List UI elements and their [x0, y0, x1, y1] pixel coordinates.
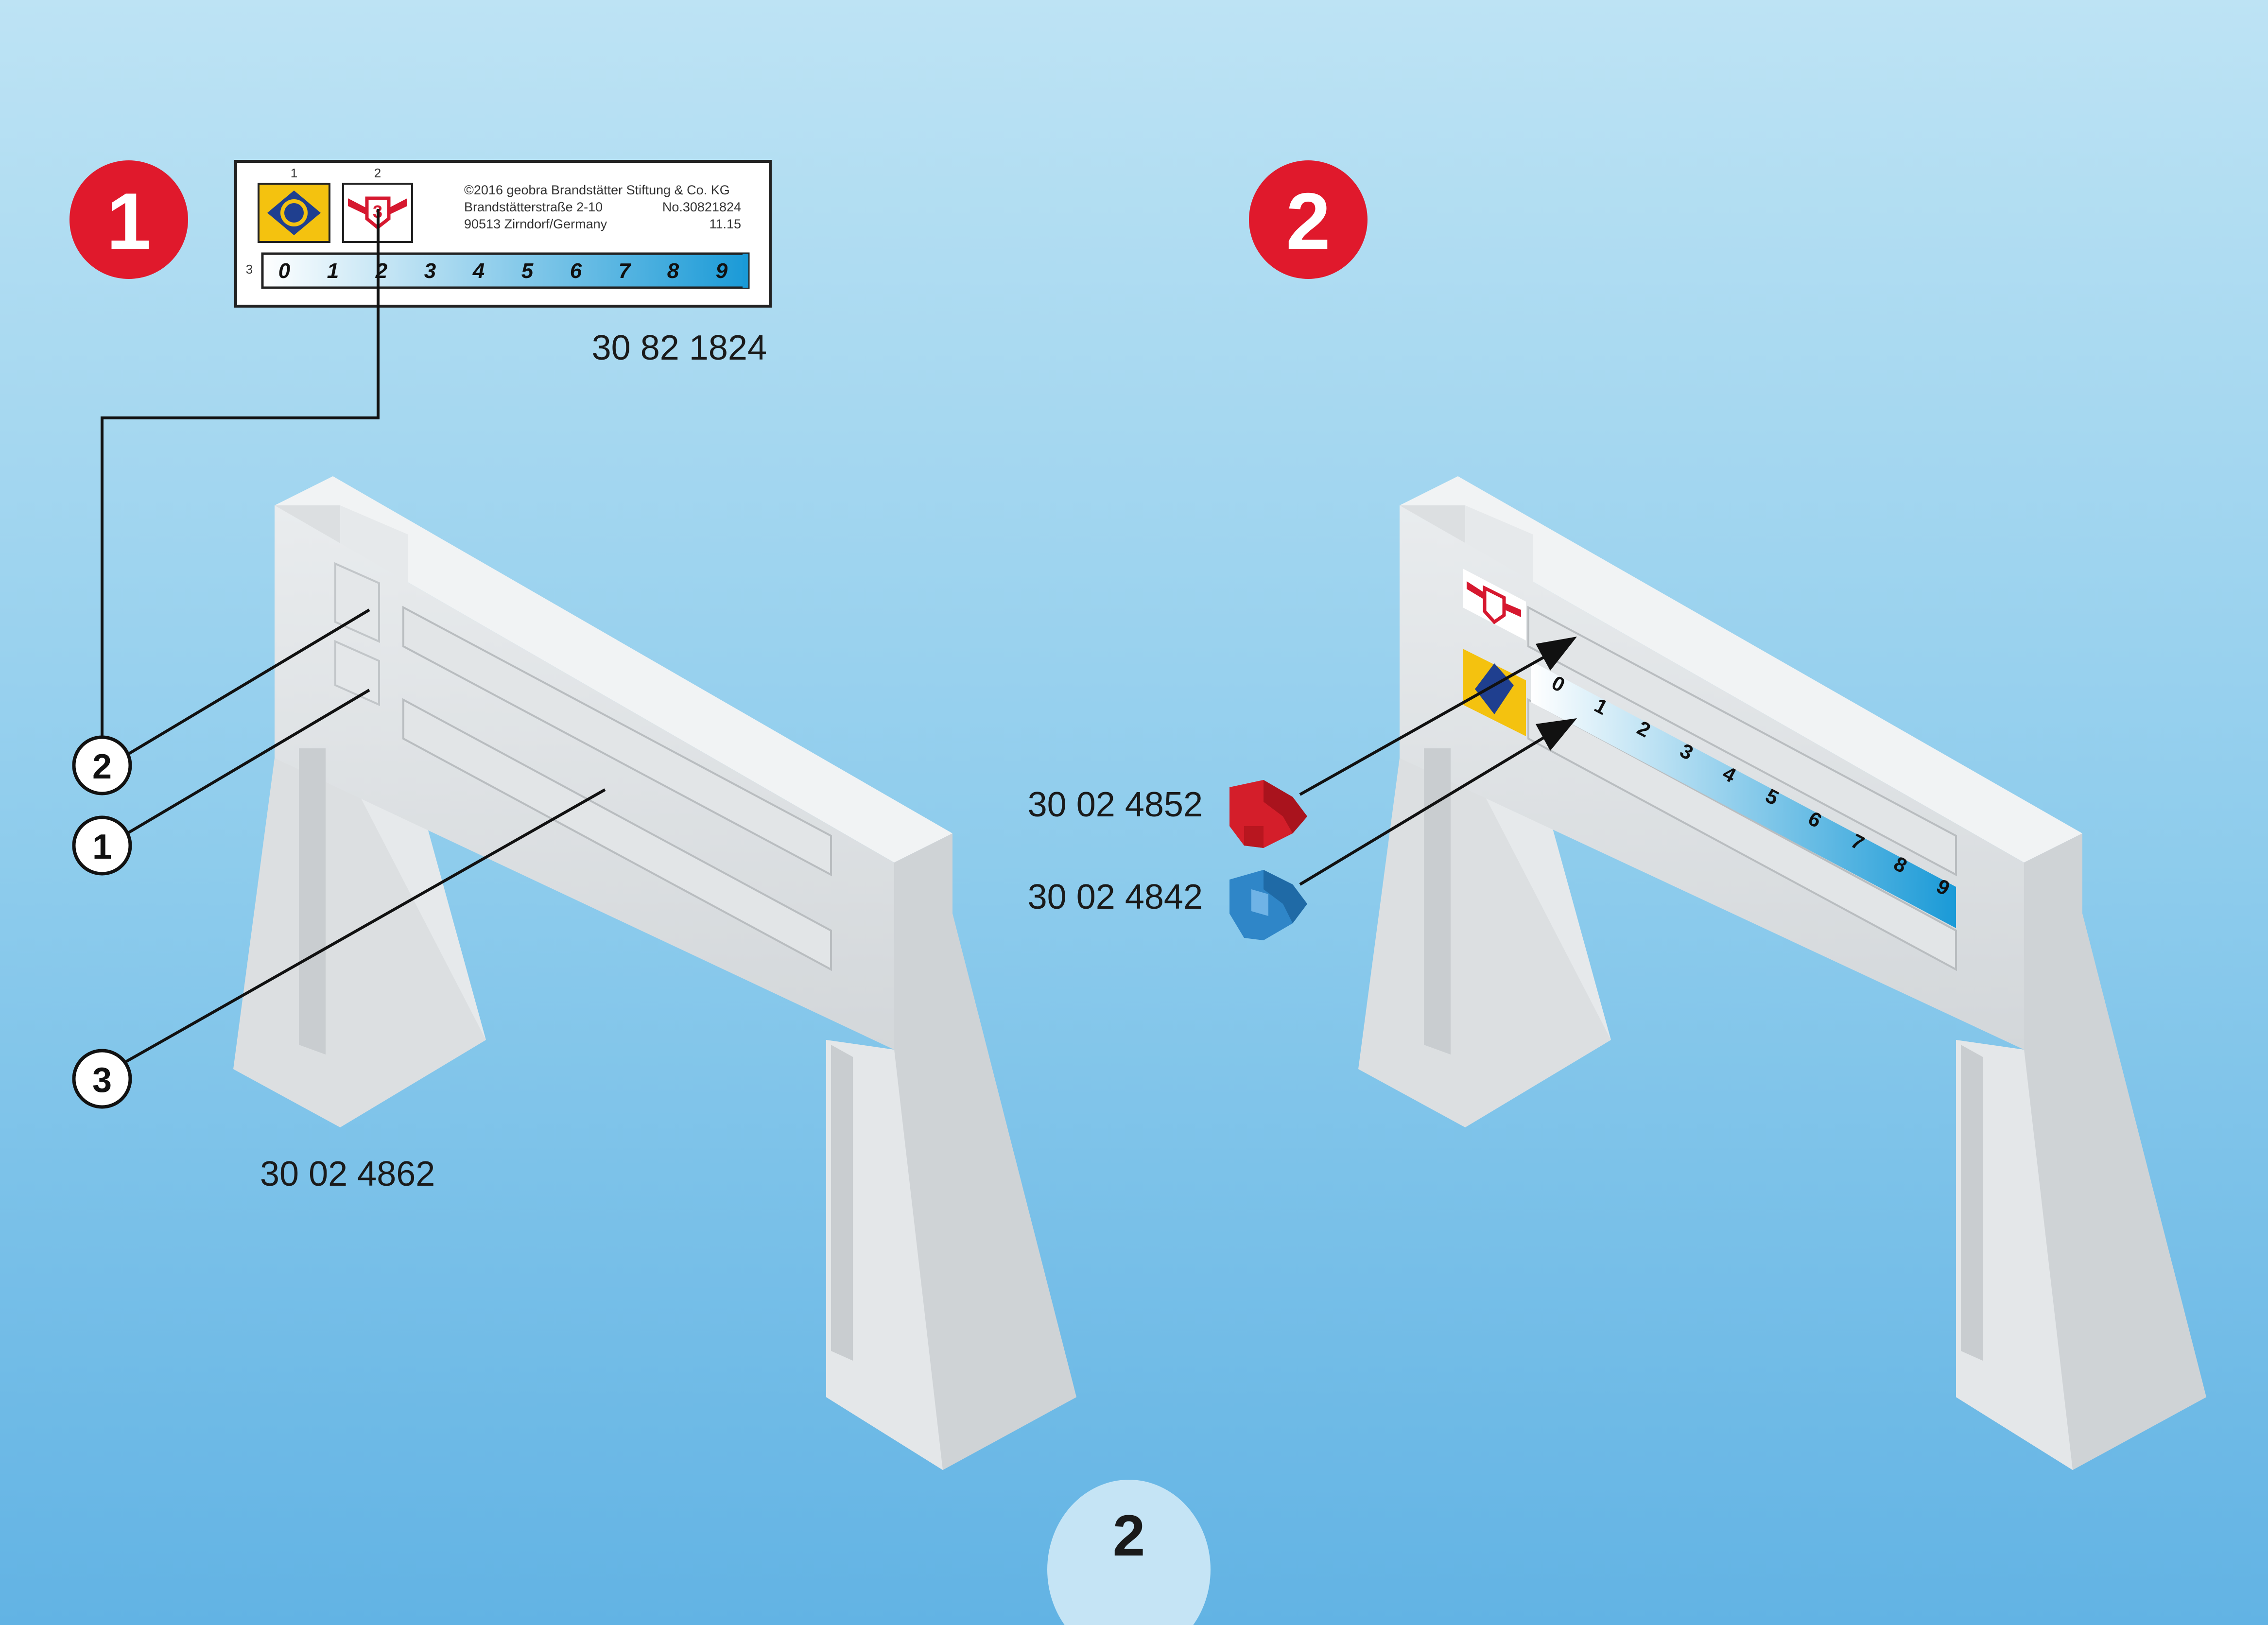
- copyright-line: ©2016 geobra Brandstätter Stiftung & Co.…: [464, 183, 730, 197]
- sticker-slot-label-1: 1: [291, 166, 297, 180]
- scale-digit: 8: [667, 259, 679, 283]
- blue-clip-part-number: 30 02 4842: [1028, 878, 1203, 916]
- step-2-number: 2: [1286, 176, 1331, 266]
- callout-3: 3: [74, 1051, 130, 1107]
- step-1-number: 1: [106, 176, 151, 266]
- red-clip-part-number: 30 02 4852: [1028, 785, 1203, 824]
- date-line: 11.15: [709, 217, 741, 231]
- step-2-badge: 2: [1249, 160, 1368, 279]
- number-line: No.30821824: [662, 200, 741, 214]
- scale-digit: 5: [521, 259, 534, 283]
- scale-digit: 4: [472, 259, 485, 283]
- blue-clip: [1229, 870, 1307, 940]
- city-line: 90513 Zirndorf/Germany: [464, 217, 607, 231]
- page-number: 2: [1113, 1503, 1145, 1568]
- svg-text:2: 2: [92, 747, 112, 786]
- page-number-tab: 2: [1047, 1480, 1211, 1625]
- sticker-part-number: 30 82 1824: [592, 328, 767, 367]
- scale-digit: 9: [716, 259, 728, 283]
- gantry-part-number: 30 02 4862: [260, 1155, 435, 1193]
- sticker-slot-label-3: 3: [246, 262, 253, 277]
- address-line: Brandstätterstraße 2-10: [464, 200, 603, 214]
- svg-text:3: 3: [92, 1061, 112, 1100]
- step-1-badge: 1: [69, 160, 188, 279]
- scale-digit: 1: [327, 259, 339, 283]
- red-clip: [1229, 780, 1307, 848]
- callout-1: 1: [74, 817, 130, 874]
- scale-digit: 7: [619, 259, 632, 283]
- callout-2: 2: [74, 737, 130, 794]
- sticker-slot-label-2: 2: [374, 166, 381, 180]
- gantry-step-1: [233, 476, 1076, 1470]
- scale-digit: 0: [278, 259, 291, 283]
- scale-digit: 6: [570, 259, 582, 283]
- scale-digit: 3: [424, 259, 436, 283]
- yellow-sign-sticker: [259, 184, 329, 242]
- sticker-sheet: 1 2 3 3 ©2016 geobra Brandstätter Stiftu…: [236, 161, 770, 306]
- svg-text:1: 1: [92, 828, 112, 866]
